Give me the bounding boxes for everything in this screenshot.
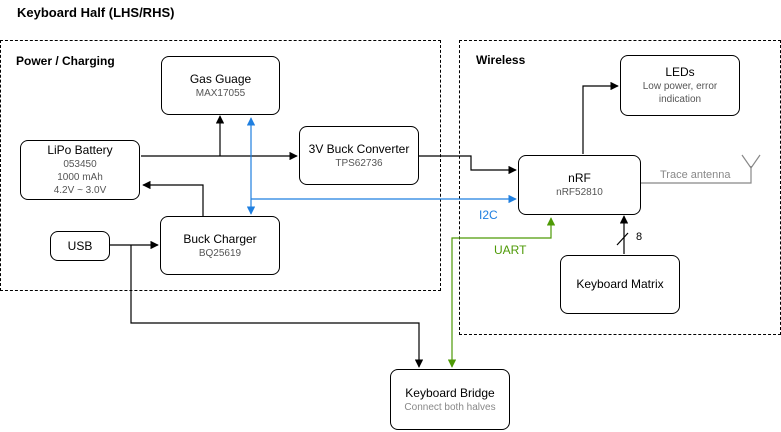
wire-charger-to-battery	[142, 180, 204, 216]
keyboard-matrix-name: Keyboard Matrix	[576, 277, 664, 291]
buck-charger-part: BQ25619	[198, 247, 242, 259]
battery-capacity: 1000 mAh	[57, 172, 103, 183]
keyboard-bridge-block[interactable]: Keyboard Bridge Connect both halves	[390, 369, 510, 430]
wire-buck-converter-to-nrf	[418, 155, 517, 175]
leds-desc-line1: Low power, error	[642, 81, 718, 92]
keyboard-bridge-desc: Connect both halves	[404, 401, 496, 413]
battery-voltage: 4.2V ~ 3.0V	[53, 185, 107, 196]
leds-block[interactable]: LEDs Low power, error indication	[620, 55, 740, 116]
wireless-group-label: Wireless	[476, 53, 526, 67]
gas-gauge-block[interactable]: Gas Guage MAX17055	[161, 56, 280, 115]
buck-converter-name: 3V Buck Converter	[308, 141, 410, 156]
bus-width-slash	[616, 232, 629, 246]
i2c-label: I2C	[479, 208, 498, 222]
gas-gauge-name: Gas Guage	[189, 71, 252, 86]
diagram-title: Keyboard Half (LHS/RHS)	[17, 5, 175, 20]
wire-nrf-to-leds	[582, 81, 619, 154]
nrf-part: nRF52810	[556, 187, 603, 198]
usb-name: USB	[67, 238, 93, 253]
power-charging-group	[0, 40, 441, 291]
keyboard-bridge-name: Keyboard Bridge	[405, 385, 495, 400]
bus-width-label: 8	[636, 231, 643, 243]
keyboard-matrix-block[interactable]: Keyboard Matrix	[560, 255, 680, 314]
battery-name: LiPo Battery	[47, 143, 113, 157]
nrf-name: nRF	[568, 171, 591, 185]
uart-link	[447, 217, 556, 368]
buck-charger-block[interactable]: Buck Charger BQ25619	[160, 216, 280, 275]
leds-desc-line2: indication	[658, 94, 702, 105]
usb-block[interactable]: USB	[50, 231, 110, 261]
lipo-battery-block[interactable]: LiPo Battery 053450 1000 mAh 4.2V ~ 3.0V	[20, 140, 140, 200]
gas-gauge-part: MAX17055	[195, 87, 246, 99]
uart-label: UART	[494, 243, 527, 257]
buck-charger-name: Buck Charger	[183, 231, 257, 246]
trace-antenna-icon	[641, 154, 761, 184]
buck-converter-block[interactable]: 3V Buck Converter TPS62736	[299, 126, 419, 185]
battery-part: 053450	[63, 159, 97, 170]
trace-antenna-label: Trace antenna	[660, 169, 731, 181]
leds-name: LEDs	[665, 65, 695, 79]
wire-usb-to-bridge	[130, 245, 424, 368]
nrf-block[interactable]: nRF nRF52810	[518, 155, 641, 215]
power-charging-group-label: Power / Charging	[16, 54, 115, 68]
buck-converter-part: TPS62736	[335, 157, 383, 169]
